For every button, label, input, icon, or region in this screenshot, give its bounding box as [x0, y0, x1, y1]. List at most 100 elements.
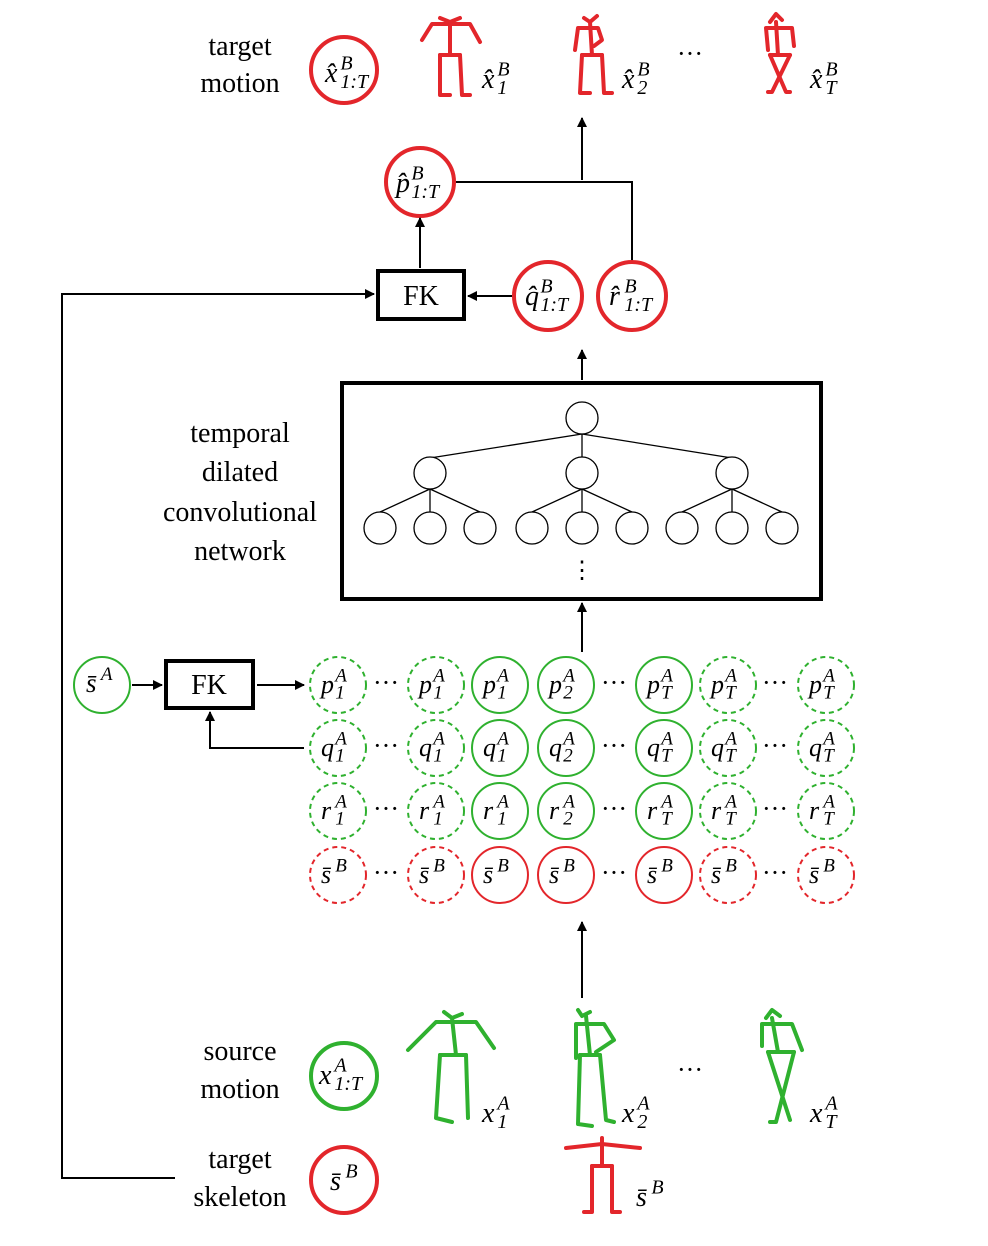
math-sup: A	[495, 1092, 510, 1114]
grid-cell-s	[635, 846, 693, 904]
s-bar-b-target-symbol: s̄B	[330, 1160, 358, 1197]
math-sup: B	[651, 1176, 663, 1198]
math-sub: 1:T	[624, 294, 654, 316]
source-pose-1	[406, 1010, 496, 1124]
math-sup: A	[333, 728, 347, 749]
math-symbol: s̄B	[711, 855, 737, 889]
grid-ellipsis: ···	[762, 794, 788, 823]
grid-cell-r	[309, 782, 367, 840]
grid-ellipsis: ···	[373, 858, 399, 887]
math-base: x̂	[481, 64, 495, 95]
p-hat-node	[384, 146, 456, 218]
source-pose-T	[760, 1008, 804, 1124]
math-sub: T	[725, 683, 737, 704]
network-node-leaf	[665, 511, 699, 545]
source-motion-ellipsis: ···	[677, 1055, 703, 1084]
grid-cell-r	[635, 782, 693, 840]
math-sup: B	[825, 58, 837, 80]
s-bar-a-node	[73, 656, 131, 714]
math-base: p	[481, 670, 496, 699]
math-sub: 2	[563, 683, 573, 704]
math-sup: A	[431, 791, 445, 812]
math-sup: B	[637, 58, 649, 80]
math-base: s̄	[647, 860, 658, 889]
network-node-root	[565, 401, 599, 435]
math-sub: 2	[563, 809, 573, 830]
math-sub: 1	[335, 746, 345, 767]
r-hat-node	[596, 260, 668, 332]
source-motion-label-line1: source	[203, 1036, 276, 1067]
math-sup: A	[635, 1092, 650, 1114]
math-sub: 1:T	[334, 1073, 364, 1095]
grid-ellipsis: ···	[601, 794, 627, 823]
math-base: q	[711, 733, 724, 762]
target-skeleton-pose	[564, 1136, 642, 1214]
math-base: x	[621, 1098, 635, 1129]
math-base: s̄	[483, 860, 494, 889]
math-sup: B	[725, 855, 737, 876]
math-sup: B	[661, 855, 673, 876]
math-symbol: s̄B	[330, 1160, 358, 1197]
math-sub: 1	[497, 746, 507, 767]
source-motion-node	[309, 1041, 379, 1111]
grid-ellipsis: ···	[373, 731, 399, 760]
math-sup: A	[821, 791, 835, 812]
grid-cell-p	[471, 656, 529, 714]
math-sup: A	[723, 665, 737, 686]
math-sup: A	[723, 728, 737, 749]
math-sub: T	[823, 809, 835, 830]
math-sub: 1	[497, 683, 507, 704]
fk-box-mid	[164, 659, 255, 710]
math-sub: T	[725, 809, 737, 830]
math-sub: 1	[335, 809, 345, 830]
math-base: p	[547, 670, 562, 699]
network-node-leaf	[515, 511, 549, 545]
math-base: s̄	[711, 860, 722, 889]
math-base: x	[809, 1098, 823, 1129]
network-node-l1-c	[715, 456, 749, 490]
math-sup: A	[495, 791, 509, 812]
math-symbol: s̄B	[419, 855, 445, 889]
math-sup: B	[823, 855, 835, 876]
math-sup: A	[99, 664, 113, 685]
target-motion-label-line2: motion	[200, 68, 279, 99]
math-sup: A	[823, 1092, 838, 1114]
math-symbol: s̄B	[549, 855, 575, 889]
grid-cell-p	[407, 656, 465, 714]
grid-cell-s	[797, 846, 855, 904]
grid-cell-r	[699, 782, 757, 840]
math-sub: T	[661, 746, 673, 767]
math-base: r	[711, 796, 722, 825]
math-sup: B	[563, 855, 575, 876]
grid-cell-s	[471, 846, 529, 904]
math-base: s̄	[809, 860, 820, 889]
network-node-leaf	[765, 511, 799, 545]
math-sup: B	[433, 855, 445, 876]
math-base: r	[419, 796, 430, 825]
network-node-l1-a	[413, 456, 447, 490]
network-label-line4: network	[194, 536, 286, 567]
math-base: q̂	[525, 281, 539, 312]
math-sub: T	[825, 1111, 838, 1133]
source-motion-label: source motion	[200, 1036, 279, 1105]
network-vdots: ⋮	[570, 558, 594, 584]
